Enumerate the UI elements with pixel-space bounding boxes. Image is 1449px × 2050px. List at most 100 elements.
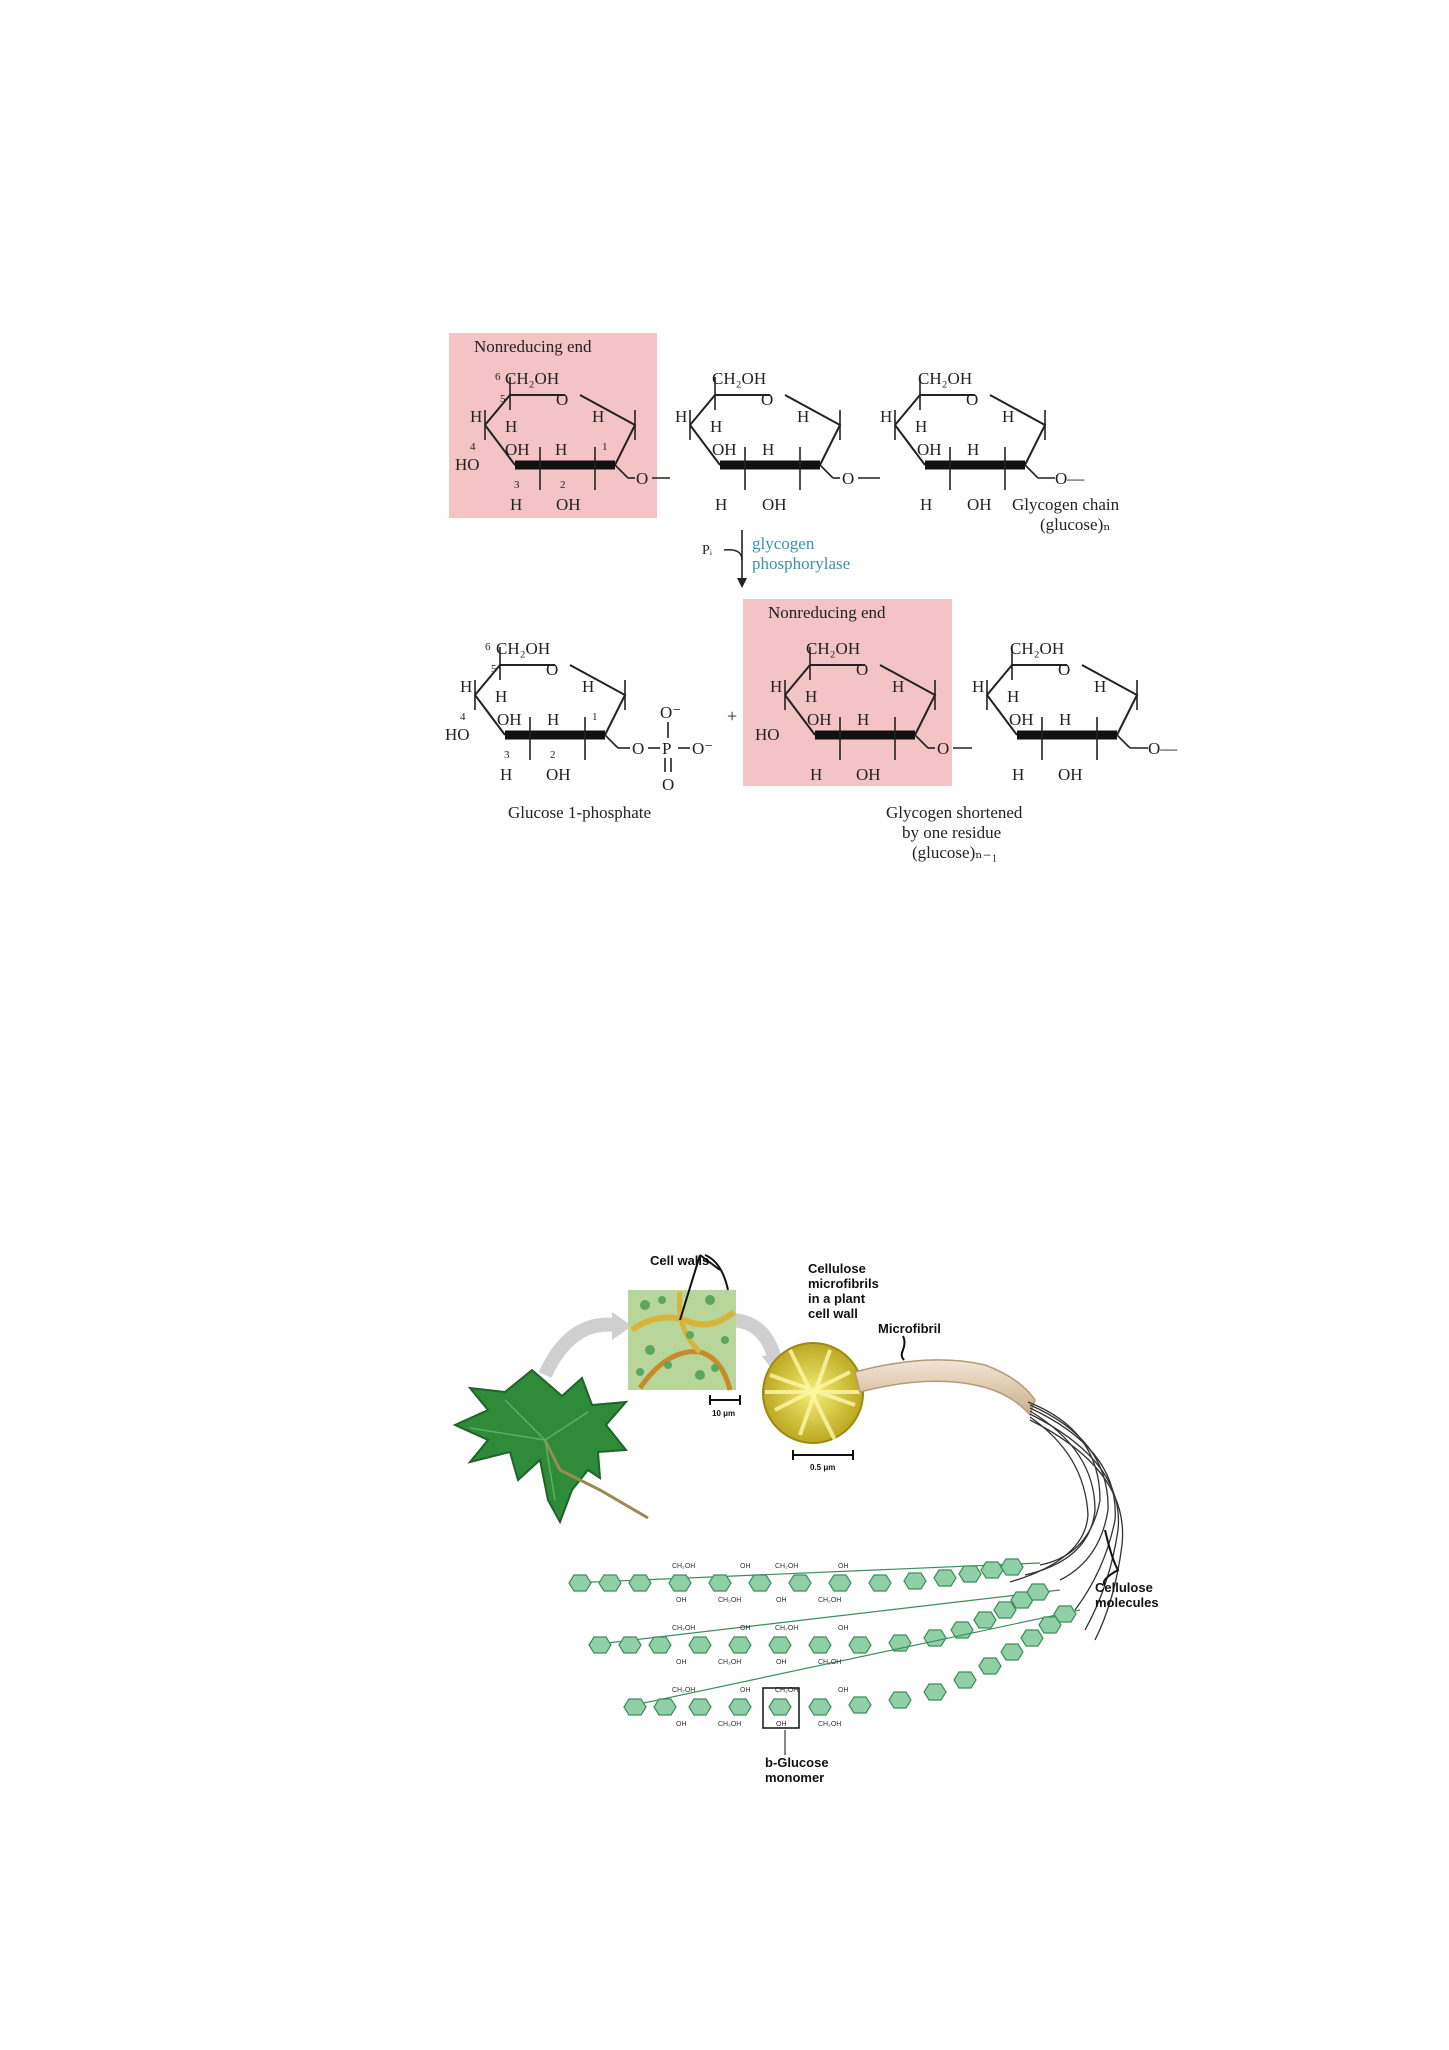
h-label: H (510, 495, 522, 514)
ring-label: CH₂OH (818, 1721, 841, 1728)
oh-label: OH (1009, 710, 1034, 729)
h-label: H (880, 407, 892, 426)
h-label: H (762, 440, 774, 459)
glycosidic-oxygen: O (842, 469, 854, 488)
c1-label: 1 (592, 711, 598, 723)
monomer-label-line2: monomer (765, 1770, 824, 1785)
h-label: H (555, 440, 567, 459)
ring-label: OH (740, 1625, 751, 1632)
monomer-label-line1: b-Glucose (765, 1755, 829, 1770)
microfibrils-label-line4: cell wall (808, 1306, 858, 1321)
c5-label: 5 (500, 393, 506, 405)
cellulose-molecules-line2: molecules (1095, 1595, 1159, 1610)
oh-label: OH (556, 495, 581, 514)
h-label: H (1007, 687, 1019, 706)
oh-label: OH (856, 765, 881, 784)
scale-bar-05um: 0.5 μm (810, 1463, 835, 1472)
c2-label: 2 (550, 749, 556, 761)
h-label: H (1094, 677, 1106, 696)
h-label: H (470, 407, 482, 426)
h-label: H (770, 677, 782, 696)
h-label: H (715, 495, 727, 514)
ring-label: OH (676, 1659, 687, 1666)
h-label: H (500, 765, 512, 784)
oh-label: OH (1058, 765, 1083, 784)
h-label: H (505, 417, 517, 436)
ho-label: HO (455, 455, 480, 474)
h-label: H (920, 495, 932, 514)
glycogen-phosphorylase-diagram: Nonreducing end 6 CH₂OH 5 O H H H 4 OH H… (445, 333, 1178, 862)
microfibrils-label-line2: microfibrils (808, 1276, 879, 1291)
h-label: H (1059, 710, 1071, 729)
ring-label: CH₂OH (672, 1625, 695, 1632)
c3-label: 3 (514, 479, 520, 491)
phosphate-oxygen: O⁻ (692, 739, 713, 758)
enzyme-label-line2: phosphorylase (752, 554, 850, 573)
ch2oh-label: CH₂OH (496, 639, 550, 658)
ring-label: OH (676, 1721, 687, 1728)
microfibril-label: Microfibril (878, 1321, 941, 1336)
ch2oh-label: CH₂OH (918, 369, 972, 388)
h-label: H (547, 710, 559, 729)
enzyme-label-line1: glycogen (752, 534, 815, 553)
c1-label: 1 (602, 441, 608, 453)
ring-oxygen: O (556, 390, 568, 409)
oh-label: OH (497, 710, 522, 729)
oh-label: OH (967, 495, 992, 514)
ring-label: CH₂OH (718, 1721, 741, 1728)
ring-oxygen: O (546, 660, 558, 679)
nonreducing-end-highlight-top (449, 333, 657, 518)
shortened-glycogen-line1: Glycogen shortened (886, 803, 1023, 822)
oh-label: OH (546, 765, 571, 784)
oh-label: OH (807, 710, 832, 729)
beta-glucose-monomer-box (762, 1687, 800, 1729)
bottom-nonreducing-label: Nonreducing end (768, 603, 886, 622)
h-label: H (972, 677, 984, 696)
glycogen-chain-label: Glycogen chain (1012, 495, 1120, 514)
h-label: H (857, 710, 869, 729)
chain-continuation: O— (1055, 469, 1085, 488)
cellulose-molecule-strands (1009, 1401, 1124, 1641)
cellulose-chain-row-3 (623, 1605, 1081, 1716)
phosphate-ester-oxygen: O (632, 739, 644, 758)
ring-label: OH (776, 1597, 787, 1604)
c6-label: 6 (495, 371, 501, 383)
ho-label: HO (755, 725, 780, 744)
ring-oxygen: O (761, 390, 773, 409)
ch2oh-label: CH₂OH (1010, 639, 1064, 658)
h-label: H (582, 677, 594, 696)
ring-label: CH₂OH (775, 1625, 798, 1632)
ring-label: CH₂OH (818, 1597, 841, 1604)
c5-label: 5 (491, 663, 497, 675)
c4-label: 4 (460, 711, 466, 723)
cell-walls-label: Cell walls (650, 1253, 709, 1268)
ring-label: CH₂OH (718, 1597, 741, 1604)
c3-label: 3 (504, 749, 510, 761)
ring-label: CH₂OH (718, 1659, 741, 1666)
ring-oxygen: O (1058, 660, 1070, 679)
glycosidic-oxygen: O (636, 469, 648, 488)
arrow-leaf-to-cells (538, 1317, 616, 1379)
ho-label: HO (445, 725, 470, 744)
c6-label: 6 (485, 641, 491, 653)
microfibril-micrograph (762, 1342, 864, 1444)
ring-label: OH (838, 1563, 849, 1570)
h-label: H (1012, 765, 1024, 784)
ring-oxygen: O (856, 660, 868, 679)
h-label: H (495, 687, 507, 706)
oh-label: OH (505, 440, 530, 459)
ring-oxygen: O (966, 390, 978, 409)
shortened-glycogen-line2: by one residue (902, 823, 1001, 842)
ring-label: OH (776, 1721, 787, 1728)
h-label: H (915, 417, 927, 436)
h-label: H (967, 440, 979, 459)
oh-label: OH (917, 440, 942, 459)
ring-label: OH (740, 1687, 751, 1694)
ring-label: OH (776, 1659, 787, 1666)
maple-leaf-illustration (452, 1368, 649, 1525)
cellulose-molecules-line1: Cellulose (1095, 1580, 1153, 1595)
glycosidic-oxygen: O (937, 739, 949, 758)
cellulose-chain-row-1 (568, 1558, 1041, 1592)
ch2oh-label: CH₂OH (712, 369, 766, 388)
ring-label: CH₂OH (672, 1563, 695, 1570)
